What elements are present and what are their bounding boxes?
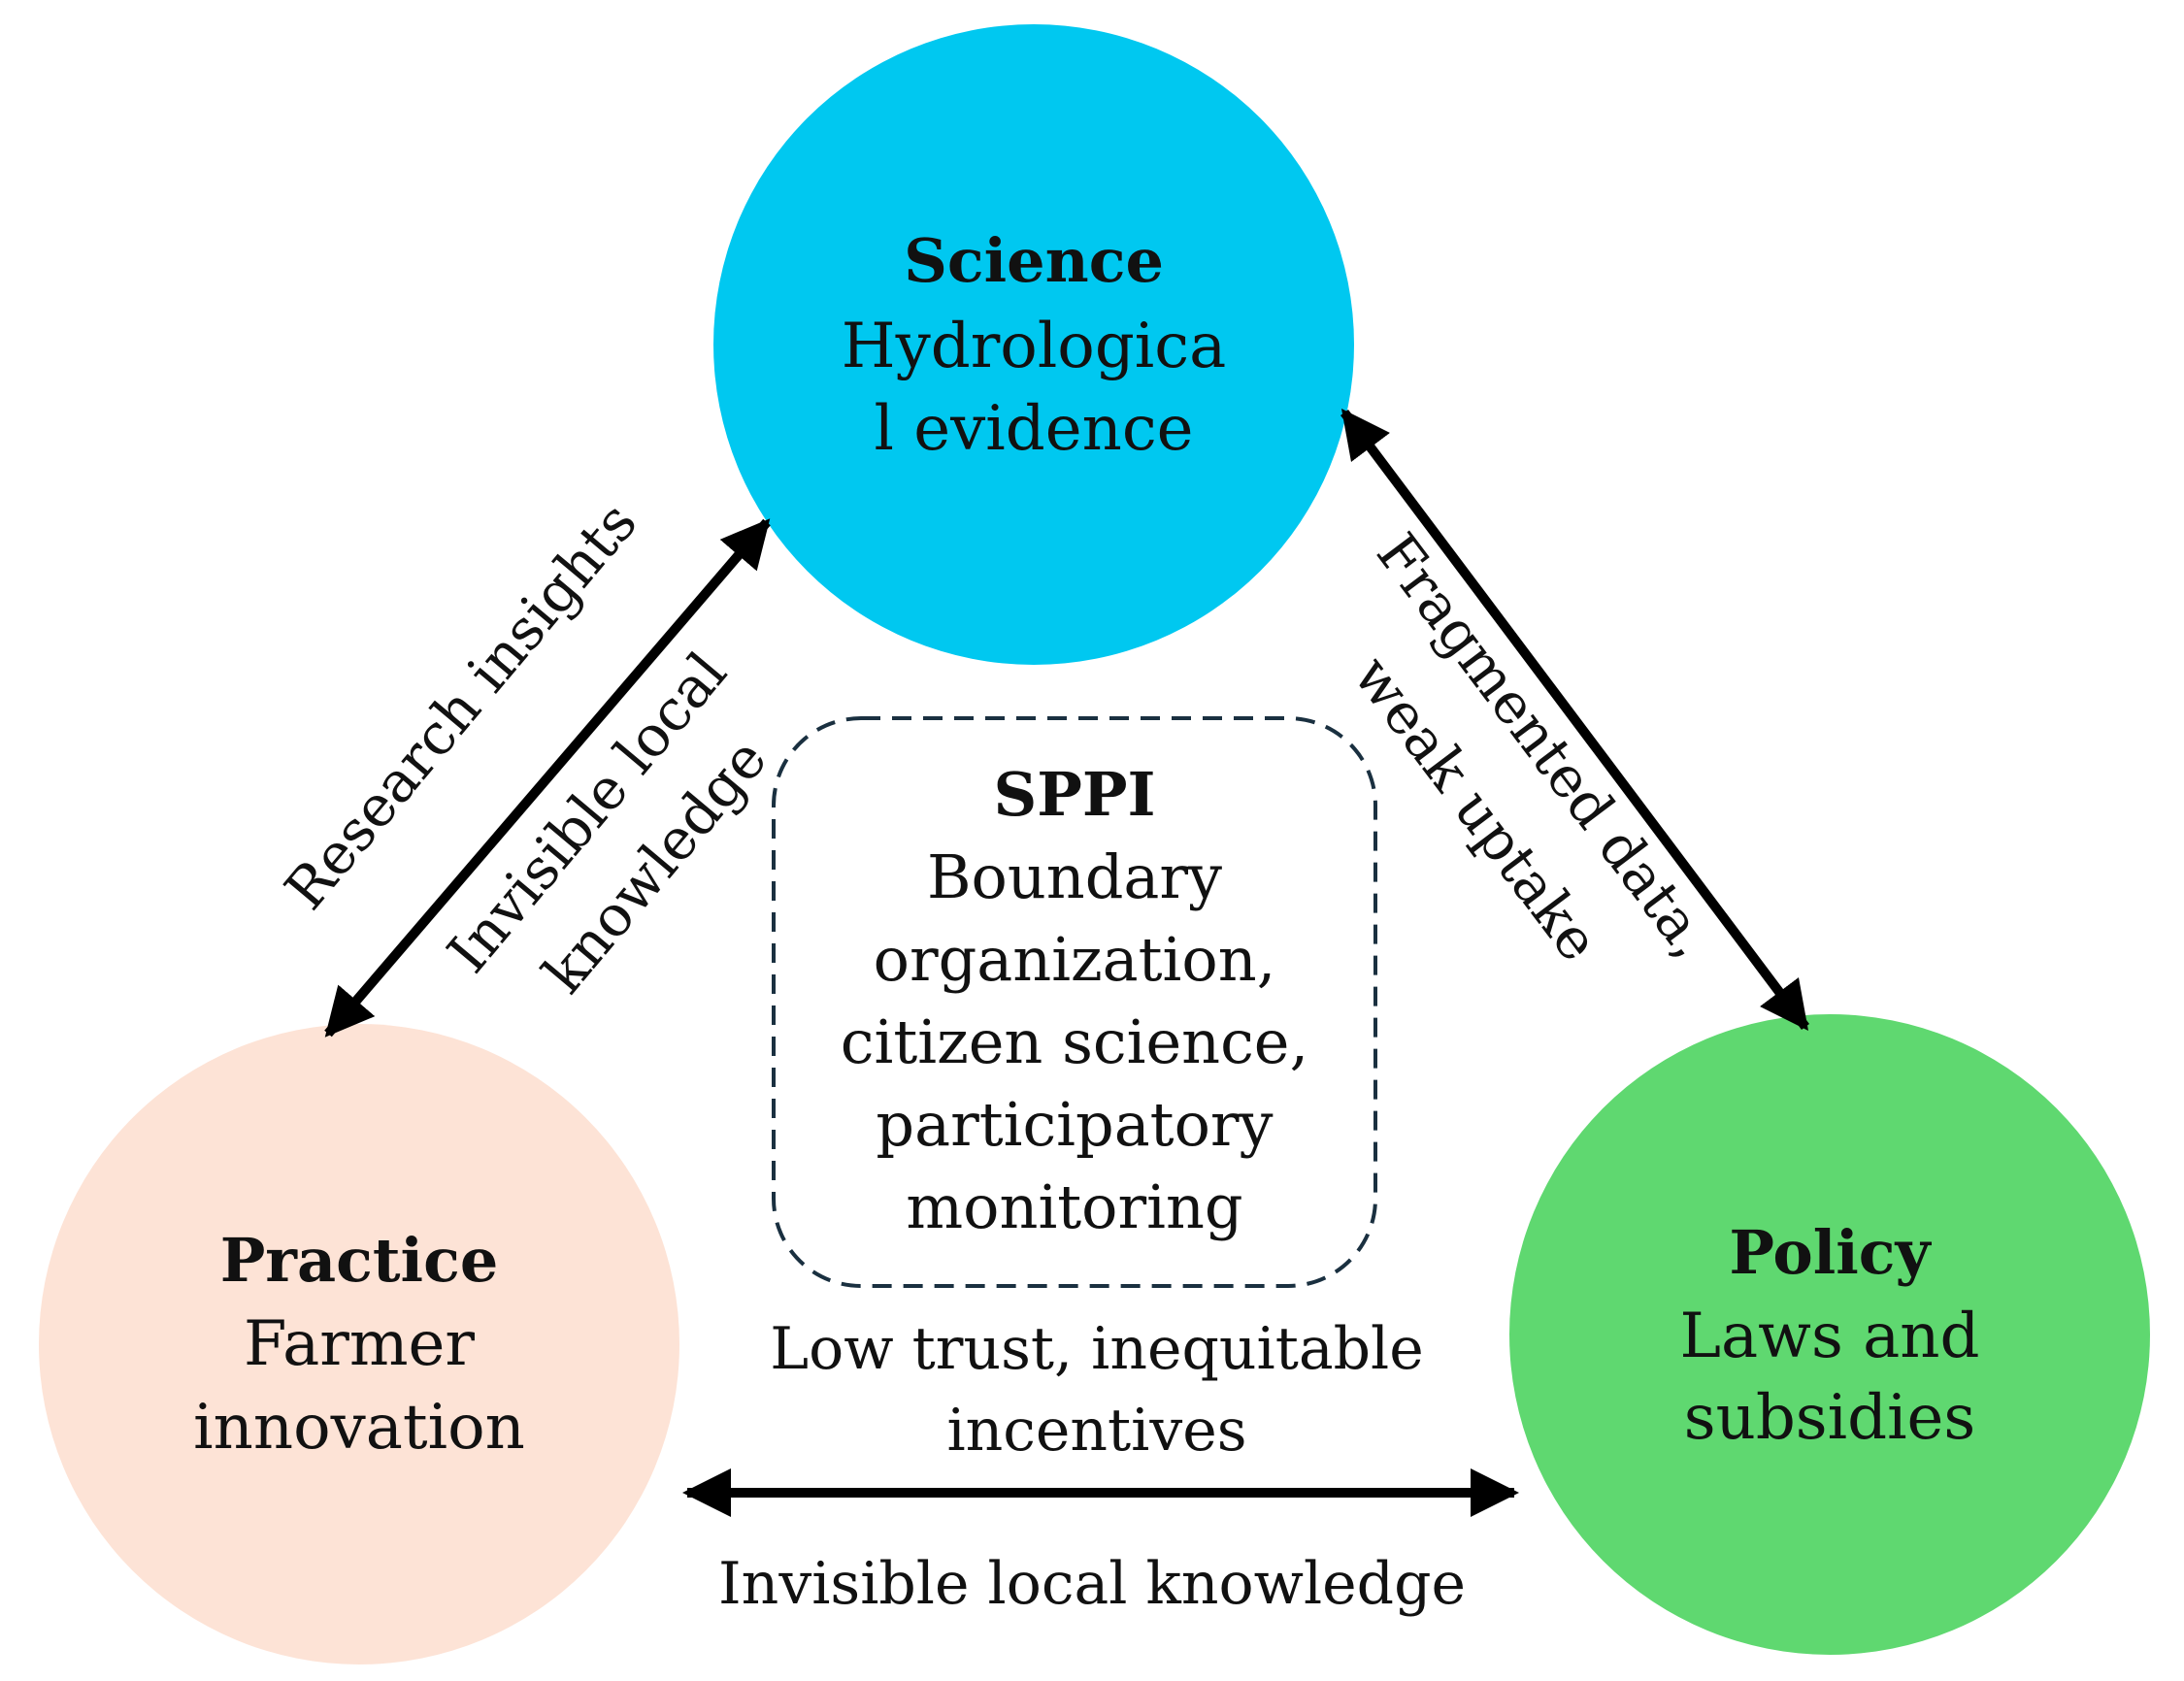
practice-subtitle-line1: Farmer: [244, 1308, 475, 1380]
policy-circle: [1509, 1014, 2150, 1655]
edge-practice-policy-bottom-label: Invisible local knowledge: [718, 1550, 1466, 1618]
arrow-science-policy: [1340, 409, 1809, 1031]
practice-title: Practice: [220, 1225, 499, 1296]
sppi-line-4: participatory: [876, 1089, 1273, 1160]
sppi-line-2: organization,: [874, 924, 1276, 995]
practice-subtitle-line2: innovation: [193, 1392, 525, 1464]
science-subtitle-line2: l evidence: [874, 393, 1193, 465]
science-subtitle-line1: Hydrologica: [842, 311, 1227, 382]
arrow-practice-science: [324, 518, 771, 1038]
sppi-line-1: Boundary: [927, 841, 1222, 912]
sppi-title: SPPI: [993, 759, 1155, 830]
science-circle: [713, 24, 1354, 665]
practice-circle: [39, 1024, 679, 1665]
edge-practice-science-outer-label: Research insights: [272, 489, 649, 921]
policy-subtitle-line1: Laws and: [1680, 1301, 1980, 1372]
policy-title: Policy: [1729, 1217, 1932, 1288]
policy-subtitle-line2: subsidies: [1684, 1382, 1976, 1454]
science-title: Science: [904, 225, 1164, 296]
edge-practice-policy-top-label-2: incentives: [946, 1397, 1246, 1465]
sppi-line-3: citizen science,: [841, 1006, 1308, 1077]
sppi-line-5: monitoring: [906, 1171, 1242, 1242]
edge-practice-policy-top-label-1: Low trust, inequitable: [770, 1315, 1423, 1383]
